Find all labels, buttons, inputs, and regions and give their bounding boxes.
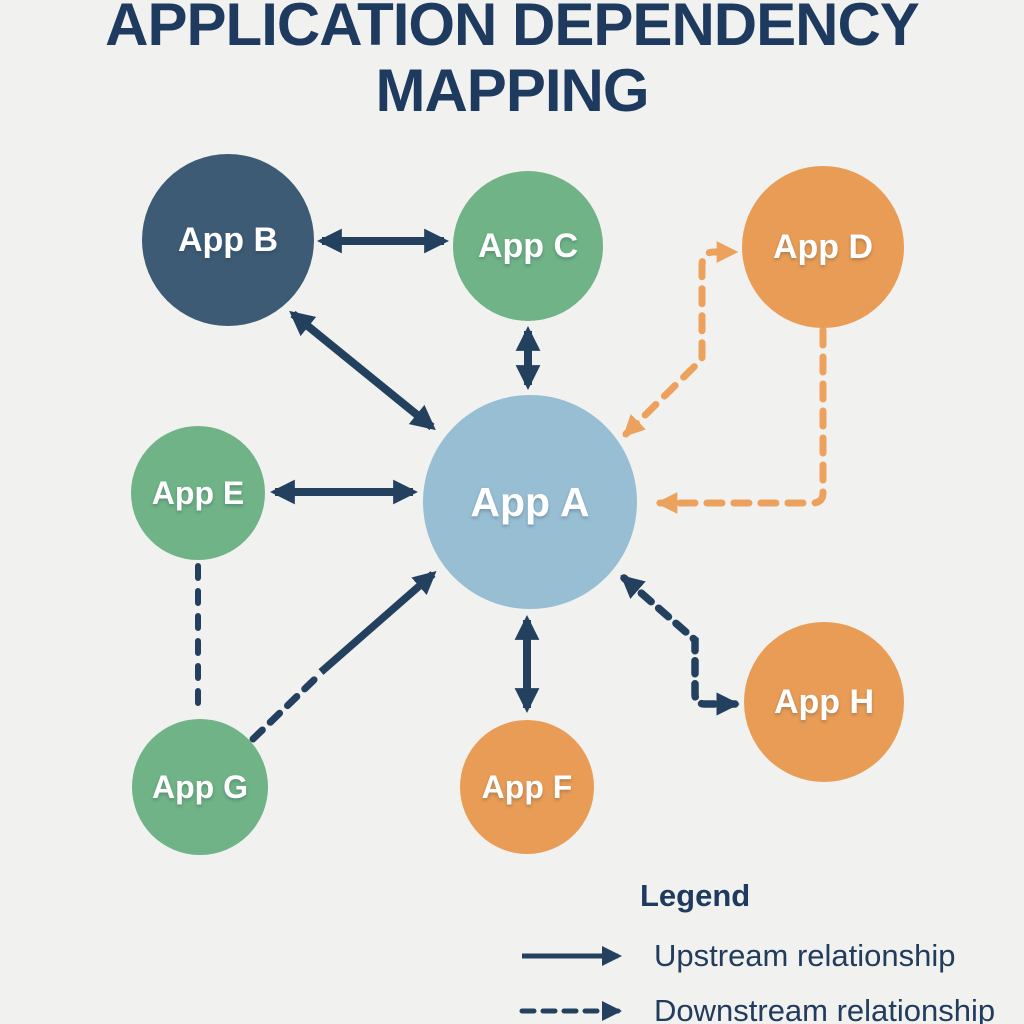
node-circle-app-c — [453, 171, 603, 321]
legend-item-upstream: Upstream relationship — [516, 938, 956, 974]
node-app-c: App C — [453, 171, 603, 321]
node-app-d: App D — [742, 166, 904, 328]
edge-appG-appA-dashed-segment — [249, 673, 321, 743]
edge-appD-appA-downstream — [655, 326, 827, 514]
node-label-app-d: App D — [773, 228, 873, 266]
node-label-app-e: App E — [152, 475, 244, 511]
edge-appB-appA-upstream — [289, 310, 436, 431]
edge-appA-appD-downstream — [622, 241, 739, 438]
node-label-app-c: App C — [478, 227, 578, 265]
legend-title: Legend — [640, 878, 751, 913]
node-label-app-f: App F — [482, 769, 573, 805]
node-app-b: App B — [142, 154, 314, 326]
node-app-a: App A — [423, 395, 637, 609]
node-label-app-b: App B — [178, 221, 278, 259]
node-circle-app-e — [131, 426, 265, 560]
node-label-app-g: App G — [152, 769, 248, 805]
upstream-arrow-icon — [522, 946, 622, 966]
node-label-app-a: App A — [470, 479, 589, 525]
node-app-e: App E — [131, 426, 265, 560]
edge-appG-appA-upstream — [318, 570, 437, 675]
node-app-h: App H — [744, 622, 904, 782]
node-app-f: App F — [460, 720, 594, 854]
node-app-g: App G — [132, 719, 268, 855]
node-label-app-h: App H — [774, 683, 874, 721]
legend-item-downstream: Downstream relationship — [516, 993, 995, 1024]
downstream-arrow-icon — [519, 1001, 622, 1021]
legend-label-upstream: Upstream relationship — [654, 938, 956, 973]
node-circle-app-h — [744, 622, 904, 782]
page-title: APPLICATION DEPENDENCY MAPPING — [105, 0, 920, 124]
node-circle-app-d — [742, 166, 904, 328]
node-circle-app-a — [423, 395, 637, 609]
node-circle-app-b — [142, 154, 314, 326]
legend-label-downstream: Downstream relationship — [654, 993, 996, 1024]
node-circle-app-g — [132, 719, 268, 855]
edge-appA-appH-downstream — [620, 574, 740, 716]
node-circle-app-f — [460, 720, 594, 854]
